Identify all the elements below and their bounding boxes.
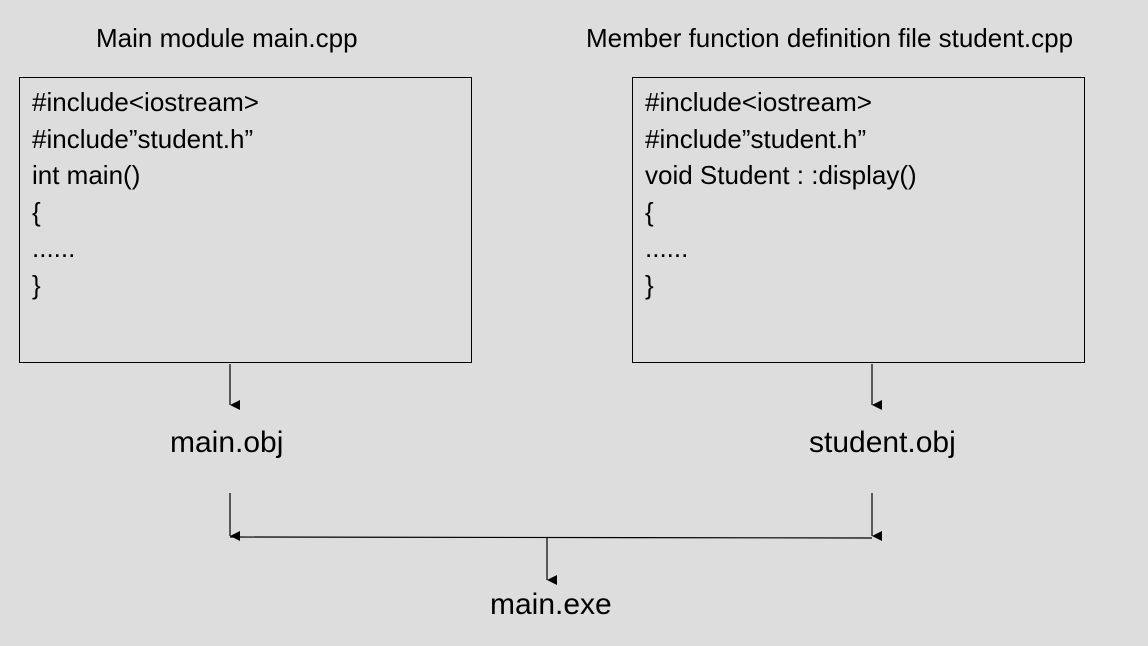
- code-line: ......: [645, 233, 689, 263]
- code-line: #include<iostream>: [645, 87, 872, 117]
- student-obj-label: student.obj: [809, 426, 956, 459]
- main-obj-label: main.obj: [170, 426, 284, 459]
- code-line: int main(): [32, 160, 141, 190]
- code-line: {: [645, 196, 654, 227]
- code-line: #include”student.h”: [32, 123, 254, 154]
- code-line: {: [32, 196, 41, 227]
- code-line: }: [645, 269, 654, 300]
- link-bar: [229, 536, 873, 539]
- code-line: void Student : :display(): [645, 160, 917, 190]
- student-module-title: Member function definition file student.…: [586, 23, 1074, 53]
- code-line: #include<iostream>: [32, 87, 259, 117]
- main-module-title: Main module main.cpp: [96, 23, 358, 53]
- main-cpp-code-box: #include<iostream> #include”student.h” i…: [19, 77, 472, 363]
- code-line: #include”student.h”: [645, 123, 867, 154]
- code-line: ......: [32, 233, 76, 263]
- main-exe-label: main.exe: [490, 588, 612, 621]
- code-line: }: [32, 269, 41, 300]
- student-cpp-code-box: #include<iostream> #include”student.h” v…: [632, 77, 1085, 363]
